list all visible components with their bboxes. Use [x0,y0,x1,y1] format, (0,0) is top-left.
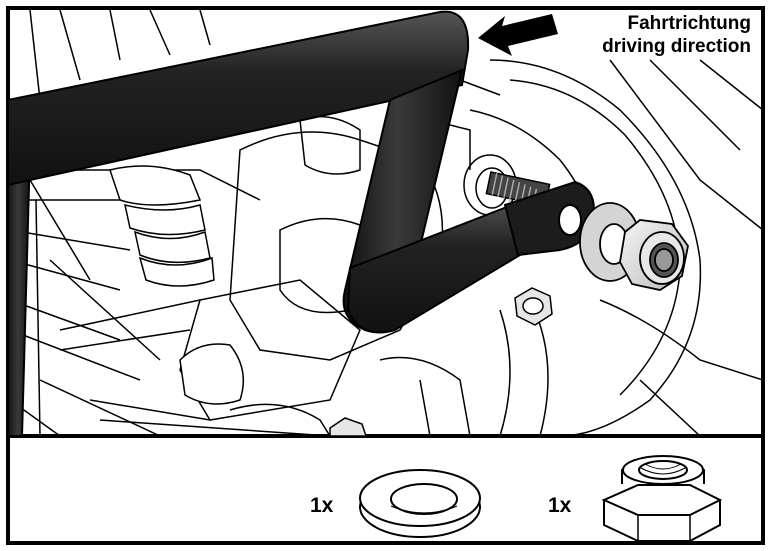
lock-nut-quantity: 1x [548,494,572,517]
installed-lock-nut [619,219,689,291]
washer-icon [359,469,481,538]
direction-label-german: Fahrtrichtung [627,13,752,34]
washer-quantity: 1x [310,494,334,517]
direction-label-english: driving direction [602,36,751,57]
lock-nut-icon [601,455,723,542]
direction-arrow-icon [478,14,558,56]
hex-bolt [514,287,553,326]
guard-tube [7,10,595,437]
hex-bolt-lower [329,417,368,437]
